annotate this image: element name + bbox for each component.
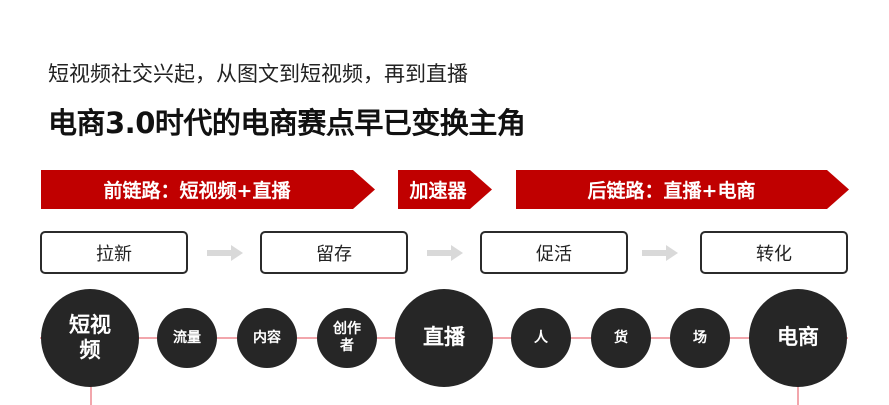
stage-conversion: 转化	[700, 231, 848, 274]
subtitle: 短视频社交兴起，从图文到短视频，再到直播	[48, 62, 468, 86]
node-livestream: 直播	[395, 289, 493, 387]
node-short-video: 短视频	[41, 289, 139, 387]
right-arrow-icon	[427, 245, 463, 261]
node-venue: 场	[670, 308, 730, 368]
node-people: 人	[511, 308, 571, 368]
stage-retention: 留存	[260, 231, 408, 274]
right-arrow-icon	[207, 245, 243, 261]
node-creator: 创作者	[317, 308, 377, 368]
banner-back-chain: 后链路：直播+电商	[516, 170, 849, 209]
node-goods: 货	[591, 308, 651, 368]
page-title: 电商3.0时代的电商赛点早已变换主角	[48, 106, 526, 140]
node-traffic: 流量	[157, 308, 217, 368]
node-content: 内容	[237, 308, 297, 368]
banner-front-chain: 前链路：短视频+直播	[41, 170, 375, 209]
connector-drop-left	[90, 385, 92, 405]
stage-acquisition: 拉新	[40, 231, 188, 274]
connector-drop-right	[797, 385, 799, 405]
stage-activation: 促活	[480, 231, 628, 274]
banner-accelerator: 加速器	[398, 170, 492, 209]
right-arrow-icon	[642, 245, 678, 261]
node-ecommerce: 电商	[749, 289, 847, 387]
